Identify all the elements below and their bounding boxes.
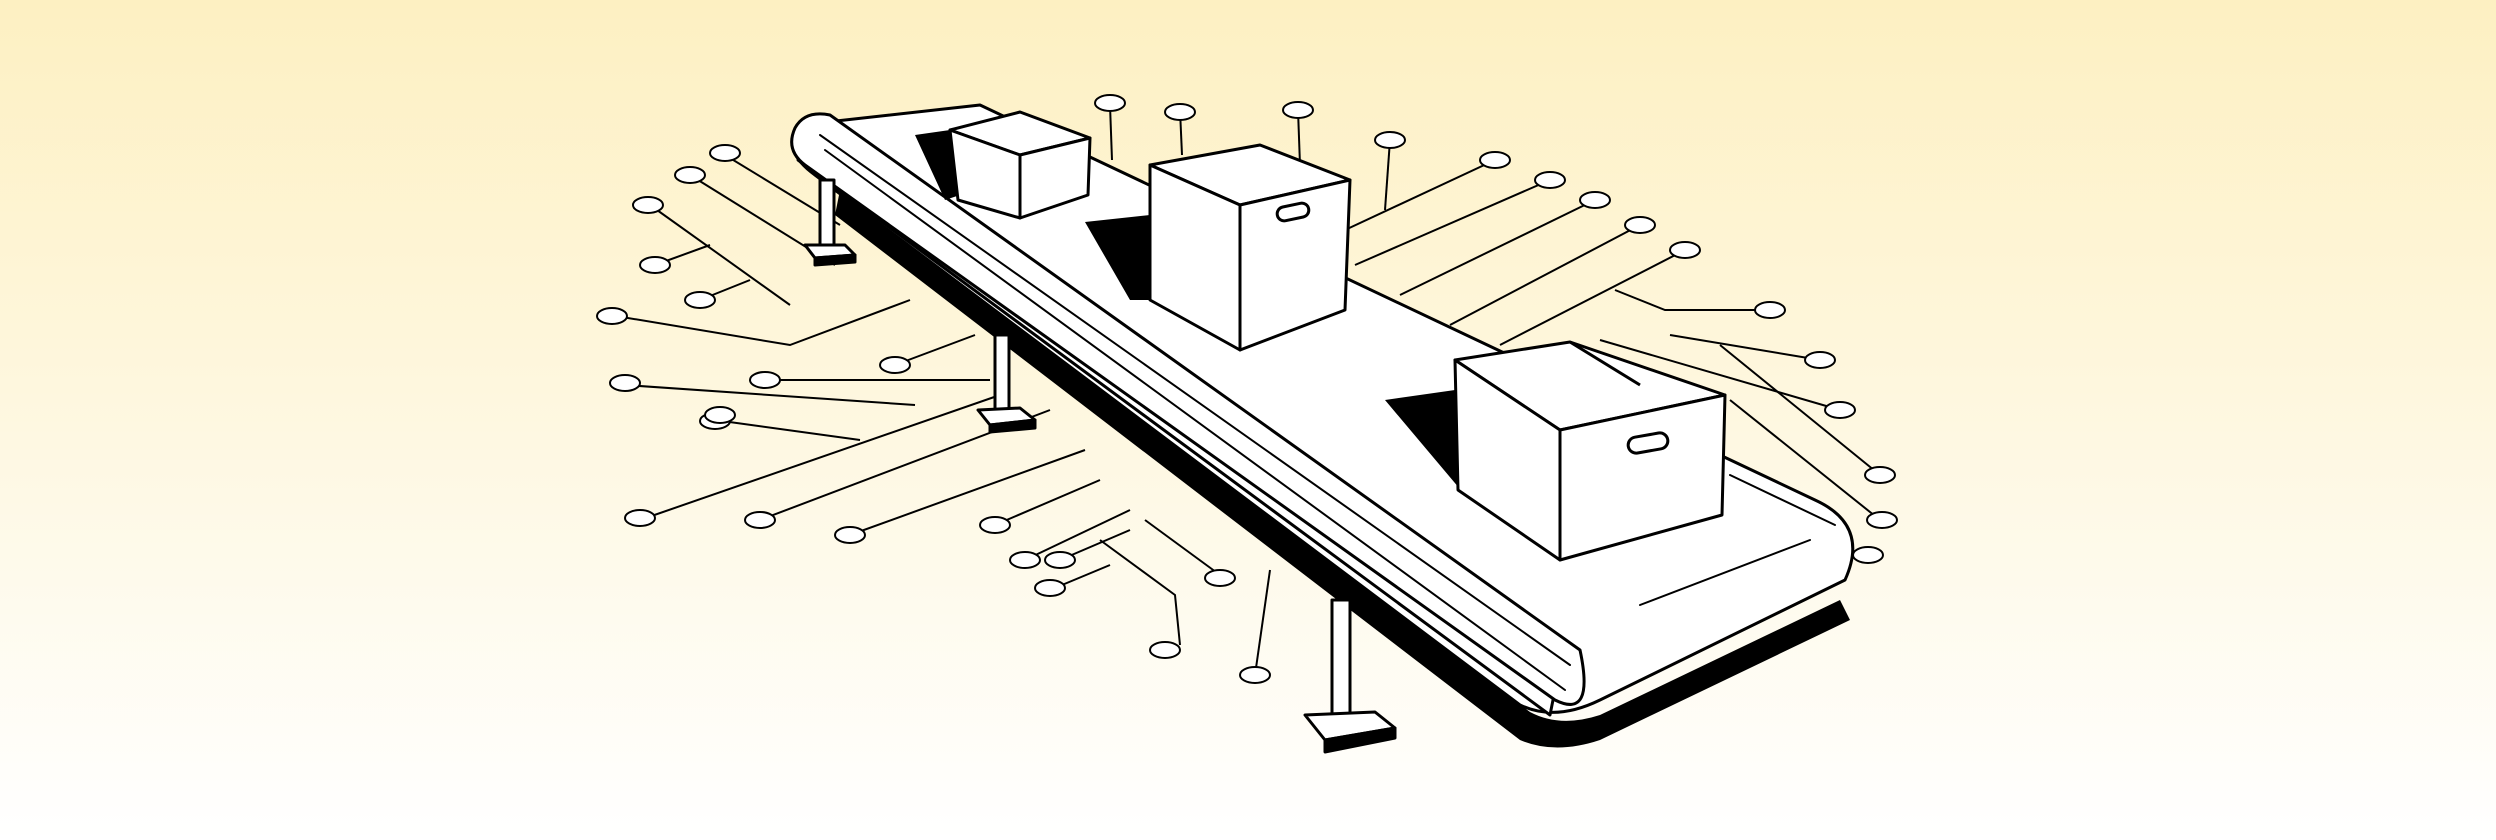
circuit-trace [1599,339,1841,411]
circuit-trace [1614,289,1770,311]
circuit-trace [1354,179,1551,266]
cardboard-box-3 [1385,340,1727,562]
circuit-node [1239,666,1271,684]
side-rail-line-2 [824,149,1566,691]
circuit-node [1754,301,1786,319]
circuit-trace [639,394,1001,521]
circuit-node [709,144,741,162]
circuit-node [1009,551,1041,569]
circuit-node [879,356,911,374]
circuit-node [684,291,716,309]
circuit-node [1804,351,1836,369]
support-leg-3 [1303,598,1397,754]
box-3-flap [1569,340,1641,387]
side-rail-top [790,112,1586,706]
cardboard-box-2 [1085,143,1352,352]
box-1-side [1018,136,1092,220]
belt-stripe-2 [1729,474,1836,526]
circuit-node [1624,216,1656,234]
circuit-trace [1297,109,1301,166]
circuit-node [1852,546,1884,564]
circuit-node [1094,94,1126,112]
box-1-shadow [915,130,960,200]
circuit-node [1824,401,1856,419]
circuit-node [1149,641,1181,659]
circuit-node [1374,131,1406,149]
circuit-trace [1719,344,1881,476]
circuit-node [1866,511,1898,529]
circuit-trace [609,299,911,347]
circuit-trace [1109,104,1113,161]
circuit-node [1034,579,1066,597]
box-3-handle [1626,431,1670,455]
circuit-trace [1449,224,1641,326]
circuit-node [1204,569,1236,587]
belt-stripe [1639,539,1811,606]
circuit-node [1579,191,1611,209]
circuit-node [1864,466,1896,484]
circuit-node [1669,241,1701,259]
circuit-node [632,196,664,214]
circuit-trace [1399,199,1596,296]
circuit-trace [1384,139,1391,211]
circuit-trace [1144,519,1221,576]
circuit-node [979,516,1011,534]
circuit-trace [714,419,861,441]
circuit-node [1479,151,1511,169]
circuit-node [1534,171,1566,189]
box-2-handle [1275,201,1311,223]
circuit-trace [1254,569,1271,676]
circuit-trace [1499,249,1686,346]
circuit-node [1282,101,1314,119]
box-3-side [1558,393,1727,562]
support-leg-1 [803,178,857,267]
circuit-node [596,307,628,325]
circuit-node [749,371,781,389]
circuit-trace [624,384,916,406]
circuit-trace [994,479,1101,526]
circuit-node [1164,103,1196,121]
circuit-trace [1729,399,1881,521]
cardboard-box-1 [915,110,1092,220]
circuit-trace [1344,159,1496,231]
circuit-trace [1024,509,1131,561]
circuit-trace [1669,334,1821,361]
circuit-trace [849,449,1086,536]
circuit-node [834,526,866,544]
conveyor-belt [790,103,1855,754]
support-leg-2 [976,333,1037,434]
circuit-node [624,509,656,527]
circuit-node [1044,551,1076,569]
circuit-node [744,511,776,529]
circuit-trace [1099,539,1181,646]
circuit-node [674,166,706,184]
side-rail-line [819,134,1571,666]
circuit-node [609,374,641,392]
circuit-trace [649,204,791,306]
circuit-node [704,406,736,424]
circuit-node [639,256,671,274]
box-2-side [1238,178,1352,352]
